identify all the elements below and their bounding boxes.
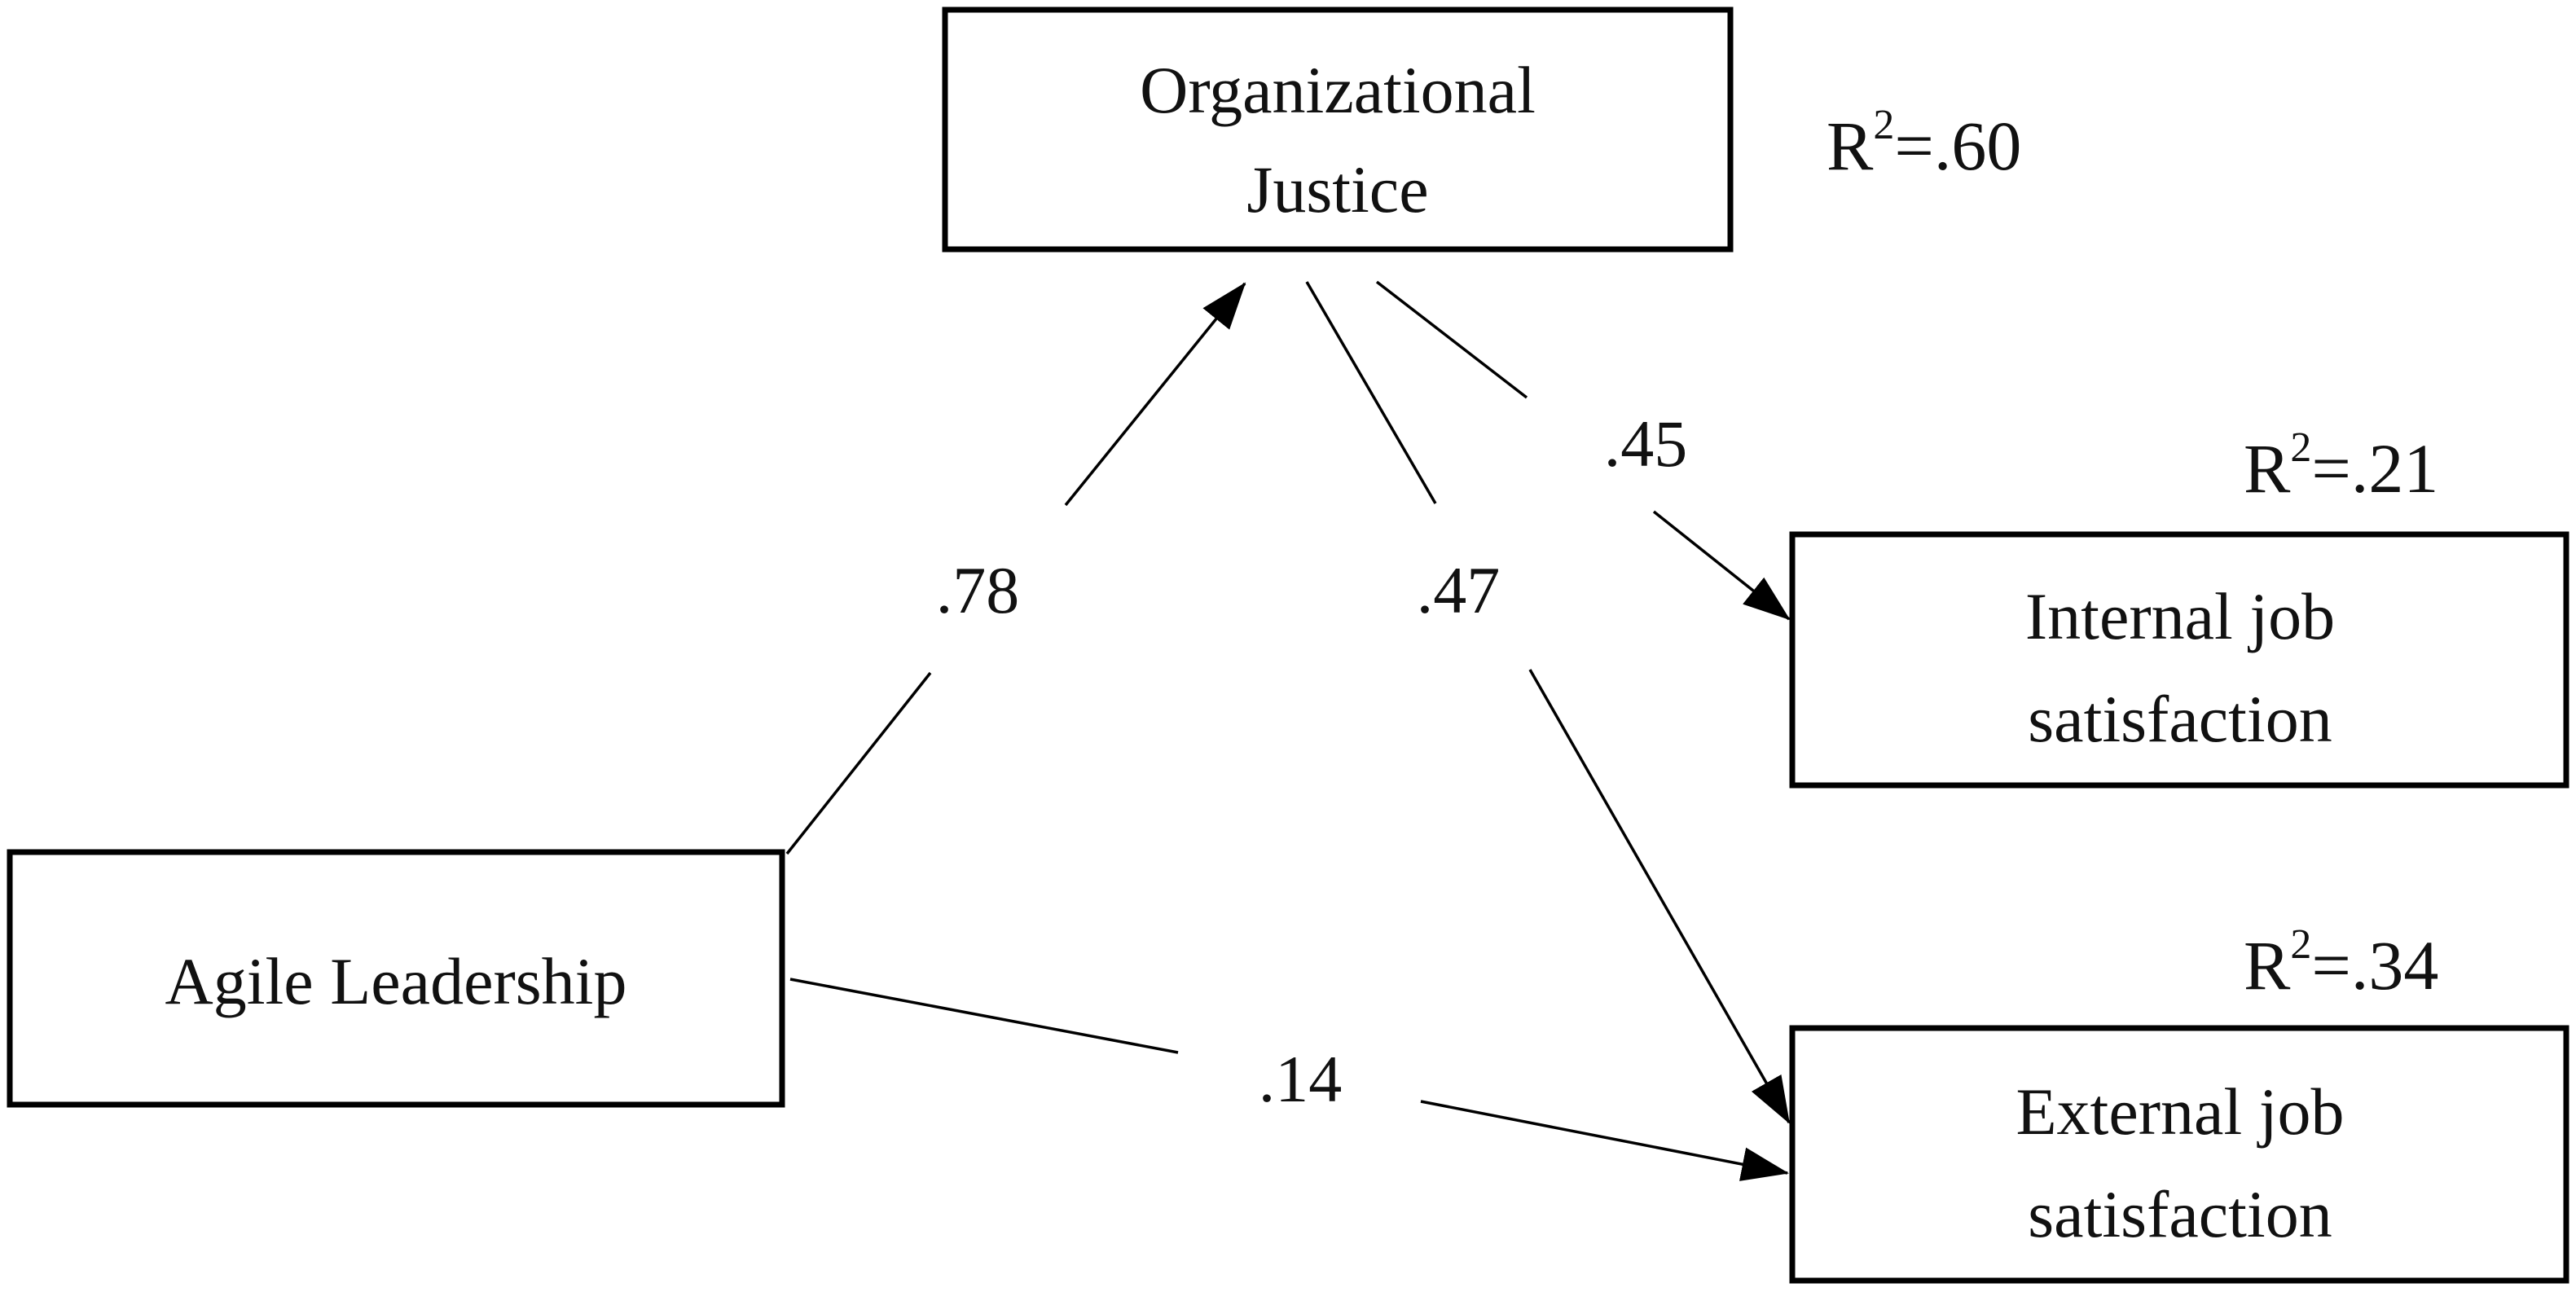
r2-external-job-satisfaction: R2=.34 [2244, 921, 2438, 1004]
r2-external-job-satisfaction-sup: 2 [2290, 921, 2311, 968]
path-agile-to-external-left [789, 978, 1179, 1054]
r2-internal-job-satisfaction-prefix: R [2244, 429, 2291, 508]
node-external-job-satisfaction-line2: satisfaction [2028, 1177, 2332, 1251]
r2-organizational-justice: R2=.60 [1826, 102, 2021, 185]
coef-agile-to-justice: .78 [936, 553, 1020, 627]
node-organizational-justice-line2: Justice [1246, 152, 1428, 226]
path-agile-to-external-right [1420, 1100, 1789, 1181]
r2-organizational-justice-sup: 2 [1873, 102, 1894, 148]
node-external-job-satisfaction-line1: External job [2016, 1074, 2344, 1149]
coef-justice-to-internal: .45 [1604, 406, 1688, 481]
coef-agile-to-external: .14 [1259, 1042, 1343, 1116]
node-organizational-justice-box [942, 7, 1734, 253]
node-internal-job-satisfaction-line2: satisfaction [2028, 682, 2332, 756]
node-internal-job-satisfaction-box [1789, 531, 2569, 789]
path-justice-to-internal-lower [1652, 510, 1791, 621]
r2-internal-job-satisfaction-value: =.21 [2311, 429, 2438, 508]
node-internal-job-satisfaction-line1: Internal job [2025, 579, 2335, 653]
r2-external-job-satisfaction-value: =.34 [2311, 926, 2438, 1004]
r2-organizational-justice-value: =.60 [1894, 107, 2021, 185]
path-justice-to-internal-upper [1375, 280, 1528, 399]
node-external-job-satisfaction-box [1789, 1025, 2569, 1284]
path-agile-to-justice-upper [1064, 282, 1246, 507]
path-justice-to-external-lower [1528, 669, 1791, 1124]
r2-internal-job-satisfaction: R2=.21 [2244, 424, 2438, 508]
r2-organizational-justice-prefix: R [1826, 107, 1874, 185]
node-agile-leadership-label: Agile Leadership [165, 944, 627, 1018]
r2-internal-job-satisfaction-sup: 2 [2290, 424, 2311, 471]
path-agile-to-justice-lower [785, 671, 932, 855]
path-justice-to-external-upper [1305, 281, 1437, 504]
node-organizational-justice-line1: Organizational [1140, 53, 1536, 127]
node-agile-leadership-box [7, 849, 785, 1108]
r2-external-job-satisfaction-prefix: R [2244, 926, 2291, 1004]
coef-justice-to-external: .47 [1417, 553, 1501, 627]
